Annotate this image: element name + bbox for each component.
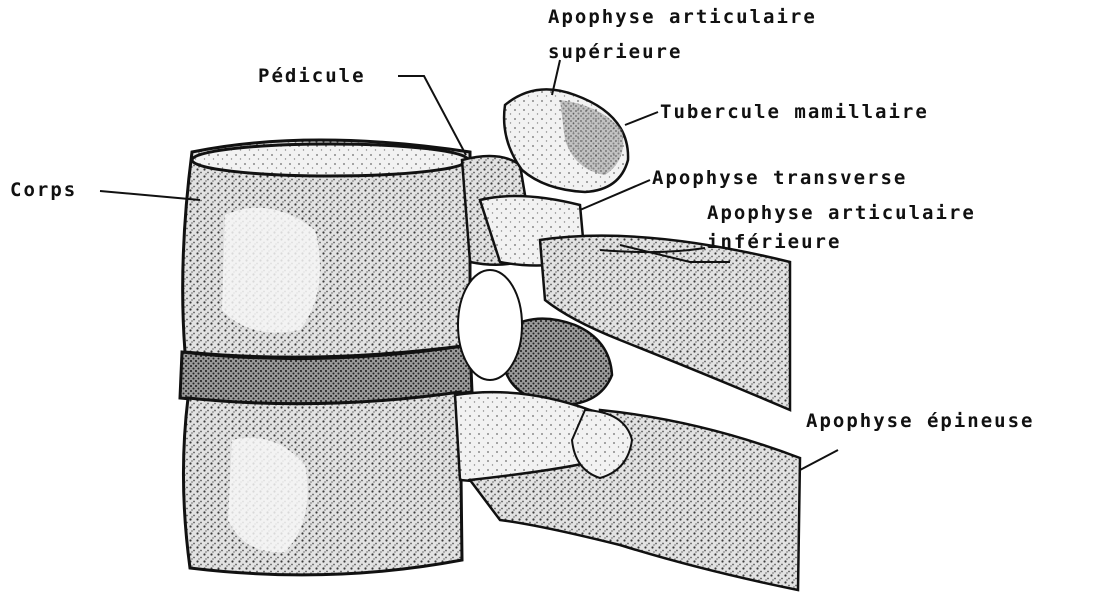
label-tubercule-mamillaire: Tubercule mamillaire [660, 99, 929, 125]
label-apophyse-epineuse: Apophyse épineuse [806, 408, 1034, 434]
vertebral-body [180, 140, 472, 575]
body-light-patch [222, 208, 320, 333]
label-corps: Corps [10, 177, 77, 203]
vertebral-body-lower [183, 392, 462, 575]
label-apophyse-articulaire-superieure-line2: supérieure [548, 39, 682, 65]
label-pedicule: Pédicule [258, 63, 366, 89]
vertebral-foramen [458, 270, 522, 380]
leader-tubercule-mamillaire [625, 112, 658, 125]
vertebral-body-top-plate [192, 144, 468, 176]
label-apophyse-transverse: Apophyse transverse [652, 165, 907, 191]
label-apophyse-articulaire-superieure: Apophyse articulaire [548, 4, 817, 30]
leader-corps [100, 191, 200, 200]
label-apophyse-articulaire-inferieure: Apophyse articulaire [707, 200, 976, 226]
leader-apophyse-epineuse [800, 450, 838, 470]
posterior-arch-lower [455, 392, 800, 590]
label-apophyse-articulaire-inferieure-line2: inférieure [707, 229, 841, 255]
